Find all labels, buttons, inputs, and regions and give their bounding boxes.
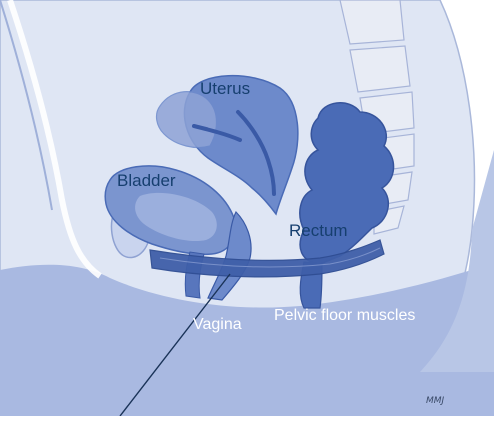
vertebra bbox=[350, 46, 410, 92]
uterus-label: Uterus bbox=[200, 80, 250, 97]
vertebra bbox=[340, 0, 404, 44]
vagina-label: Vagina bbox=[193, 317, 242, 333]
bladder-label: Bladder bbox=[117, 172, 176, 189]
artist-signature: MMJ bbox=[426, 396, 444, 406]
pelvic-floor-muscles-label: Pelvic floor muscles bbox=[274, 308, 415, 324]
rectum-label: Rectum bbox=[289, 222, 348, 239]
